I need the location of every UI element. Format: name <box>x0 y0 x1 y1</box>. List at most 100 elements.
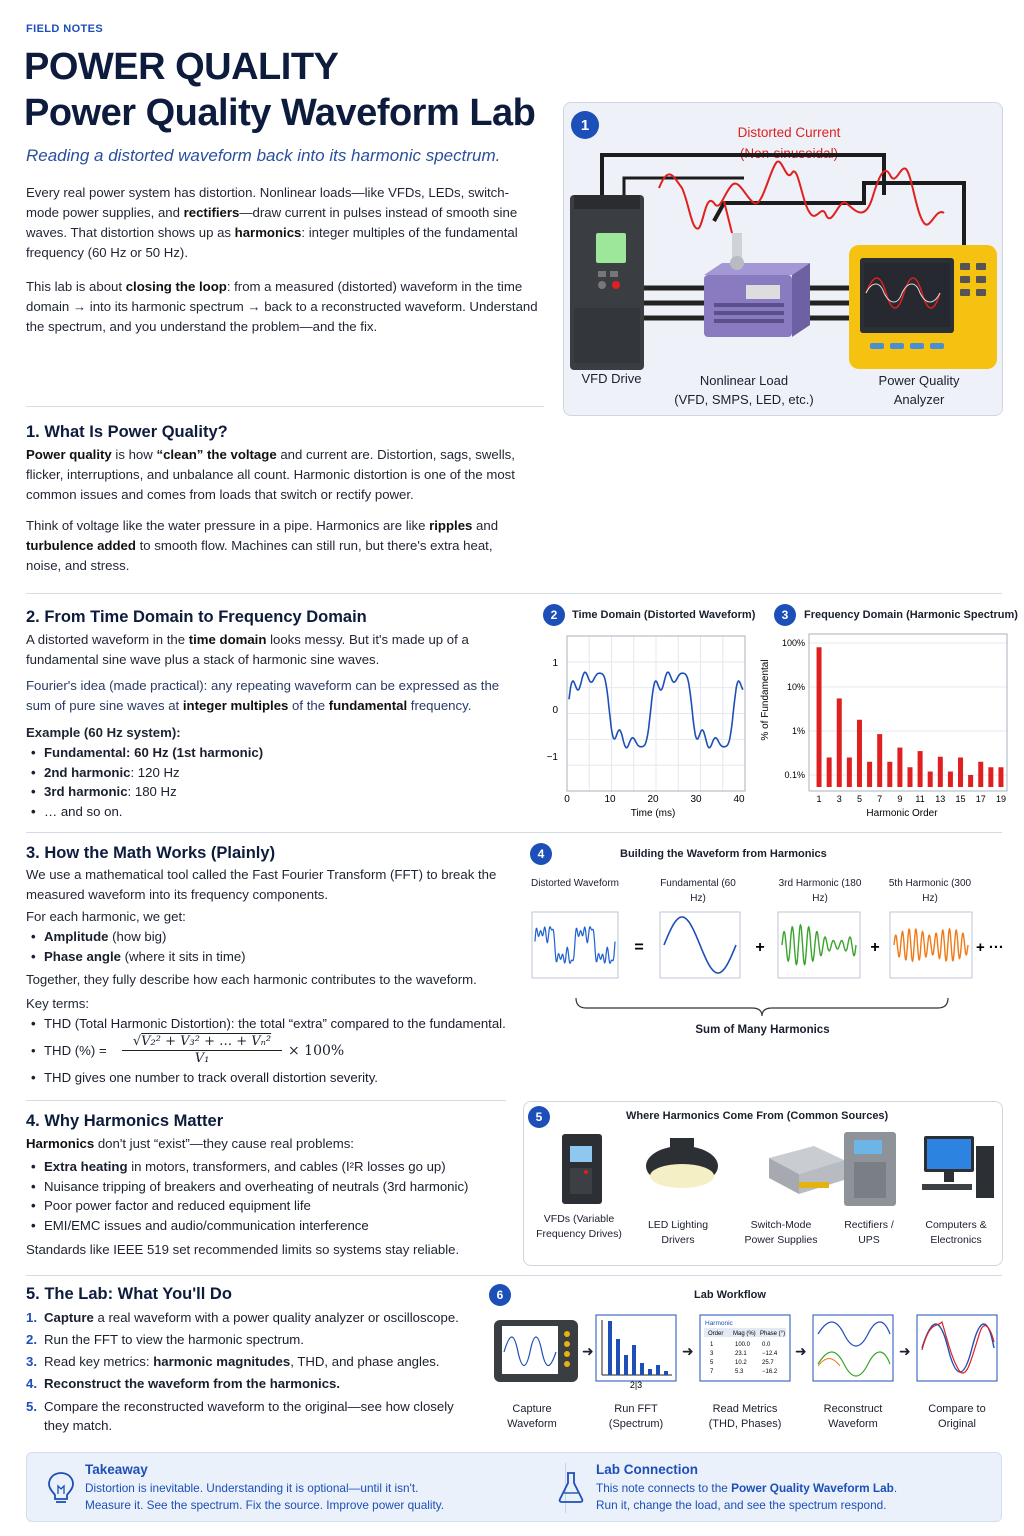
vfd-icon <box>562 1134 602 1204</box>
source-label-computers: Computers & Electronics <box>925 1219 987 1246</box>
list-item: Amplitude (how big) <box>26 927 346 947</box>
rectifier-ups-icon <box>844 1132 896 1206</box>
s1-paragraph-1: Power quality is how “clean” the voltage… <box>26 447 515 502</box>
x-axis-label: Time (ms) <box>631 808 676 819</box>
build-label-5th: 5th Harmonic (300 Hz) <box>888 878 972 904</box>
section-3-title: 3. How the Math Works (Plainly) <box>26 844 276 862</box>
s3-component-list: Amplitude (how big) Phase angle (where i… <box>26 927 346 966</box>
divider <box>26 593 1002 594</box>
hero-illustration: 1 Distorted Current (Non-sinusoidal) <box>563 102 1003 416</box>
lab-connection-text: This note connects to the Power Quality … <box>596 1481 898 1512</box>
eyebrow: FIELD NOTES <box>26 23 104 35</box>
spectrum-bar <box>947 771 953 787</box>
table-title: Harmonic <box>705 1320 734 1327</box>
capture-device-icon <box>494 1320 578 1382</box>
list-item: THD (Total Harmonic Distortion): the tot… <box>26 1014 526 1034</box>
s3-paragraph-1: We use a mathematical tool called the Fa… <box>26 867 497 902</box>
spectrum-title: Frequency Domain (Harmonic Spectrum) <box>804 609 1018 621</box>
y-tick: 10% <box>787 682 805 692</box>
s4-paragraph-2: Standards like IEEE 519 set recommended … <box>26 1242 460 1257</box>
y-tick: 1 <box>552 658 558 669</box>
spectrum-bar <box>856 719 862 787</box>
lightbulb-icon <box>48 1472 74 1503</box>
spectrum-bar <box>907 767 913 787</box>
fft-bar <box>632 1345 636 1375</box>
list-item: Fundamental: 60 Hz (1st harmonic) <box>26 743 346 763</box>
source-label-vfd: VFDs (Variable Frequency Drives) <box>536 1213 622 1240</box>
table-cell: 1 <box>710 1342 714 1348</box>
x-tick: 5 <box>857 794 862 804</box>
x-tick: 9 <box>897 794 902 804</box>
fft-bar <box>624 1355 628 1375</box>
x-tick: 7 <box>877 794 882 804</box>
y-tick: 1% <box>792 726 805 736</box>
hero-svg <box>570 153 997 370</box>
plus-more-op: + ··· <box>976 939 1004 956</box>
x-tick: 19 <box>996 794 1006 804</box>
svg-text:Order: Order <box>708 1331 723 1337</box>
x-tick: 13 <box>935 794 945 804</box>
spectrum-bar <box>826 757 832 787</box>
time-chart-badge: 2 <box>543 604 565 626</box>
time-chart-title: Time Domain (Distorted Waveform) <box>572 609 756 621</box>
s5-steps-list: 1.Capture a real waveform with a power q… <box>26 1307 476 1435</box>
plus-op: + <box>870 939 879 956</box>
hero-badge: 1 <box>571 111 599 139</box>
workflow-step-reconstruct: Reconstruct Waveform <box>823 1403 883 1430</box>
list-item: 1.Capture a real waveform with a power q… <box>26 1310 459 1325</box>
table-cell: 23.1 <box>735 1351 747 1357</box>
x-tick: 40 <box>733 794 745 805</box>
fft-tick: 2|3 <box>630 1380 642 1390</box>
build-waveforms: = + + + ··· <box>531 911 1004 979</box>
svg-text:➜: ➜ <box>795 1343 807 1359</box>
source-label-led: LED Lighting Drivers <box>647 1219 709 1246</box>
computer-icon <box>922 1136 994 1198</box>
fft-bar <box>648 1369 652 1375</box>
y-axis-label: % of Fundamental <box>760 659 771 740</box>
x-tick: 30 <box>690 794 702 805</box>
thd-formula: • THD (%) = √V₂² + V₃² + … + Vₙ² V₁ × 10… <box>31 1034 345 1066</box>
s3-paragraph-2: For each harmonic, we get: <box>26 909 186 924</box>
build-label-distorted: Distorted Waveform <box>531 878 619 889</box>
svg-text:Mag (%): Mag (%) <box>733 1331 756 1337</box>
sources-icons <box>562 1132 994 1206</box>
spectrum-bar <box>978 761 984 787</box>
table-cell: 7 <box>710 1369 714 1375</box>
spectrum-bar <box>927 771 933 787</box>
time-domain-chart: 1 0 −1 0 10 20 30 40 Time (ms) <box>547 635 746 819</box>
s1-paragraph-2: Think of voltage like the water pressure… <box>26 518 499 573</box>
table-cell: −16.2 <box>762 1369 778 1375</box>
section-4-title: 4. Why Harmonics Matter <box>26 1112 224 1130</box>
y-tick: 100% <box>782 638 805 648</box>
equals-op: = <box>634 939 643 956</box>
fft-bar <box>616 1339 620 1375</box>
smps-icon <box>769 1146 844 1194</box>
flask-icon <box>558 1472 584 1503</box>
s4-paragraph-1: Harmonics don't just “exist”—they cause … <box>26 1136 354 1151</box>
list-item: 3.Read key metrics: harmonic magnitudes,… <box>26 1354 440 1369</box>
list-item: 3rd harmonic: 180 Hz <box>26 782 346 802</box>
intro-paragraph-1: Every real power system has distortion. … <box>26 185 518 260</box>
spectrum-bar <box>836 698 842 787</box>
list-item: … and so on. <box>26 802 346 822</box>
x-tick: 15 <box>956 794 966 804</box>
table-cell: 5 <box>710 1360 714 1366</box>
list-item: Nuisance tripping of breakers and overhe… <box>26 1177 516 1197</box>
build-label-3rd: 3rd Harmonic (180 Hz) <box>778 878 862 904</box>
build-badge: 4 <box>530 843 552 865</box>
fft-bar <box>640 1363 644 1375</box>
x-tick: 10 <box>604 794 616 805</box>
x-tick: 0 <box>564 794 570 805</box>
workflow-step-capture: Capture Waveform <box>507 1403 557 1430</box>
vfd-label: VFD Drive <box>581 371 642 386</box>
svg-text:➜: ➜ <box>682 1343 694 1359</box>
s3-key-terms: Key terms: <box>26 996 90 1011</box>
fft-bar <box>664 1371 668 1375</box>
y-tick: 0.1% <box>784 770 805 780</box>
s2-example-heading: Example (60 Hz system): <box>26 725 181 740</box>
x-tick: 1 <box>817 794 822 804</box>
s2-paragraph-2: Fourier's idea (made practical): any rep… <box>26 678 500 713</box>
spectrum-bar <box>968 775 974 787</box>
